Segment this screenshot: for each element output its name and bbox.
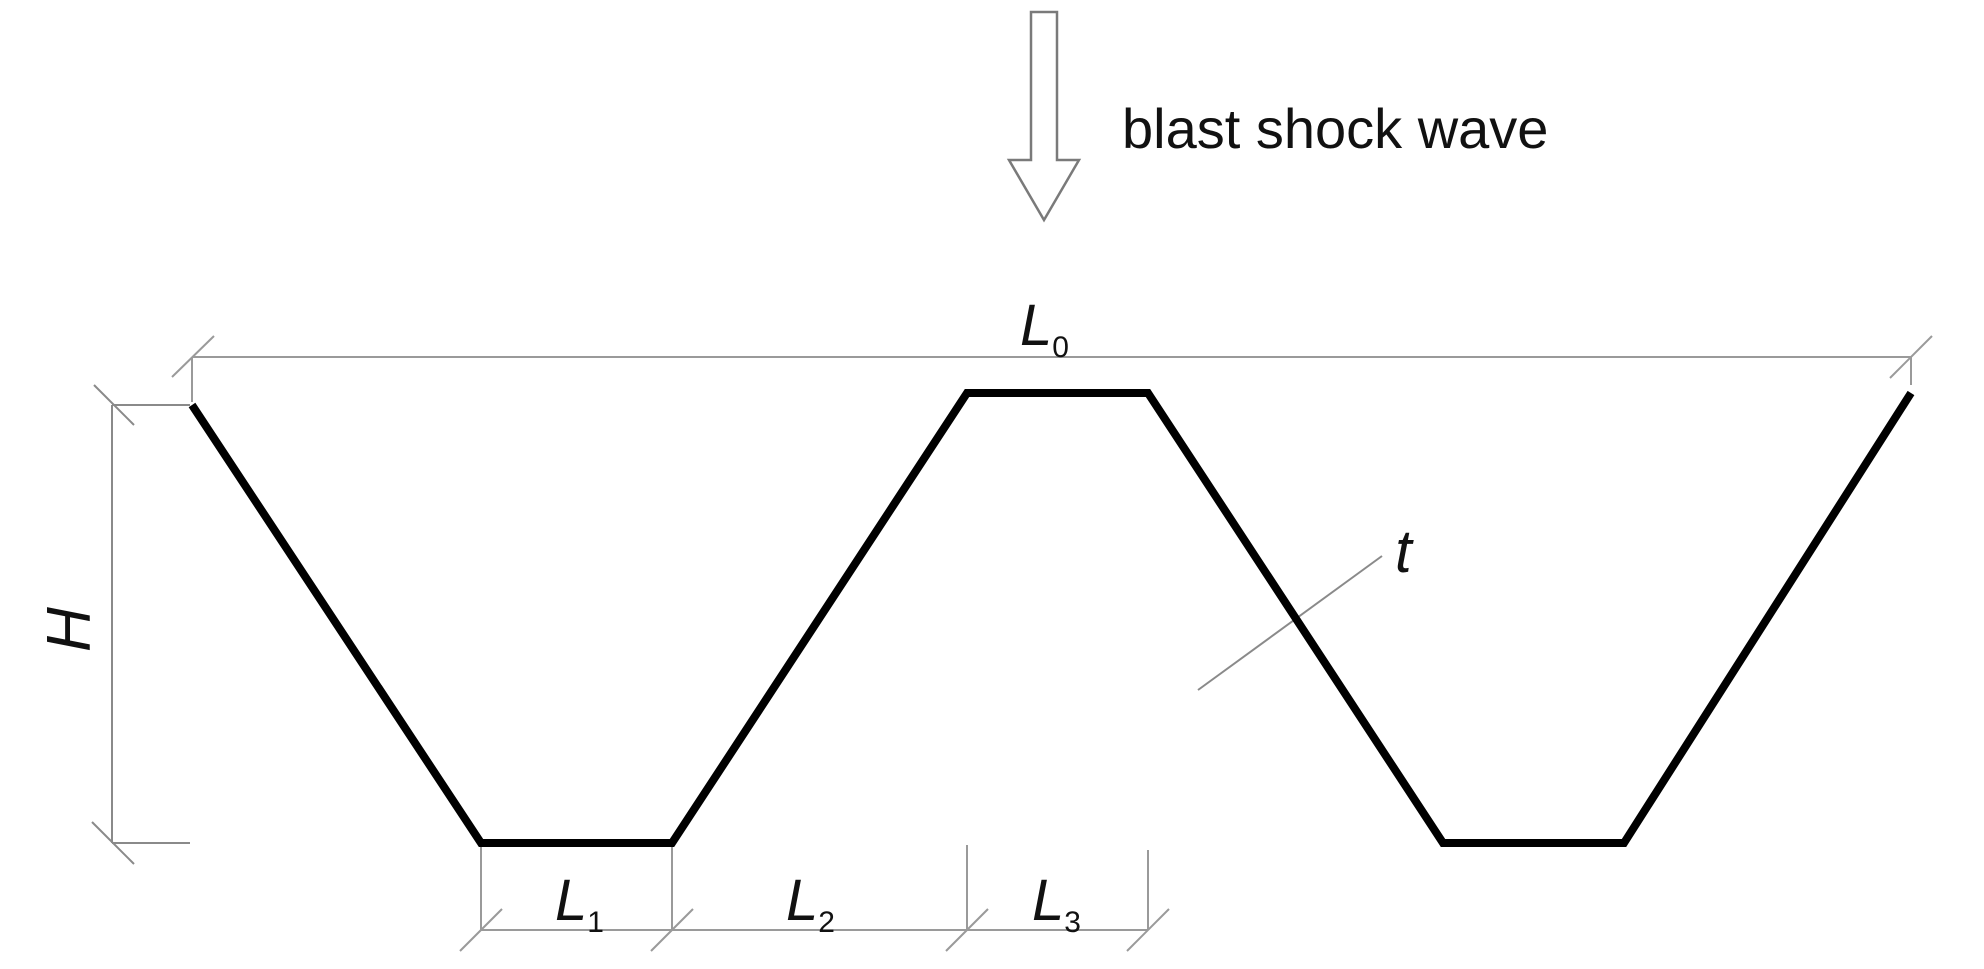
blast-caption: blast shock wave [1122, 97, 1548, 160]
label-L0: L0 [1020, 293, 1069, 364]
down-arrow-icon [1006, 10, 1082, 223]
label-L1: L1 [555, 868, 604, 939]
thickness-indicator [1197, 555, 1383, 691]
dimension-L1-L2-L3 [459, 843, 1170, 952]
dimension-H [91, 384, 190, 865]
label-L2: L2 [786, 868, 835, 939]
dimension-L0 [171, 335, 1933, 402]
label-t: t [1395, 518, 1414, 585]
corrugated-profile [188, 389, 1915, 847]
label-H: H [35, 607, 104, 652]
label-L3: L3 [1032, 868, 1081, 939]
